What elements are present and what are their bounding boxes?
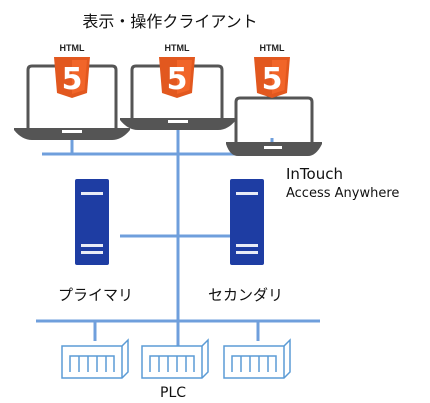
- intouch-label: InTouch: [286, 165, 343, 183]
- laptop-touchpad-icon: [62, 130, 82, 133]
- html5-logo-icon: HTML 5: [159, 43, 195, 98]
- plc-label: PLC: [160, 385, 187, 401]
- html-badge-text: HTML: [165, 43, 190, 53]
- plc-unit-1-icon: [61, 338, 129, 379]
- html5-logo-icon: HTML 5: [54, 43, 90, 98]
- client-laptop-2: HTML 5: [120, 43, 236, 130]
- page-title: 表示・操作クライアント: [82, 12, 258, 31]
- html5-number: 5: [62, 62, 83, 97]
- laptop-lid-icon: [234, 96, 314, 142]
- laptop-base-icon: [120, 118, 236, 130]
- client-laptop-3: HTML 5: [226, 43, 322, 156]
- client-laptop-1: HTML 5: [14, 43, 130, 140]
- primary-server-label: プライマリ: [58, 286, 134, 304]
- html5-number: 5: [167, 62, 188, 97]
- laptop-touchpad-icon: [264, 146, 282, 149]
- primary-server-icon: [75, 179, 109, 265]
- secondary-server-label: セカンダリ: [208, 286, 284, 304]
- html-badge-text: HTML: [260, 43, 285, 53]
- access-anywhere-label: Access Anywhere: [286, 186, 400, 201]
- laptop-base-icon: [14, 128, 130, 140]
- laptop-touchpad-icon: [168, 120, 188, 123]
- plc-unit-3-icon: [223, 338, 291, 379]
- html-badge-text: HTML: [60, 43, 85, 53]
- secondary-server-icon: [230, 179, 264, 265]
- html5-logo-icon: HTML 5: [254, 43, 290, 98]
- plc-unit-2-icon: [141, 338, 209, 379]
- html5-number: 5: [262, 62, 283, 97]
